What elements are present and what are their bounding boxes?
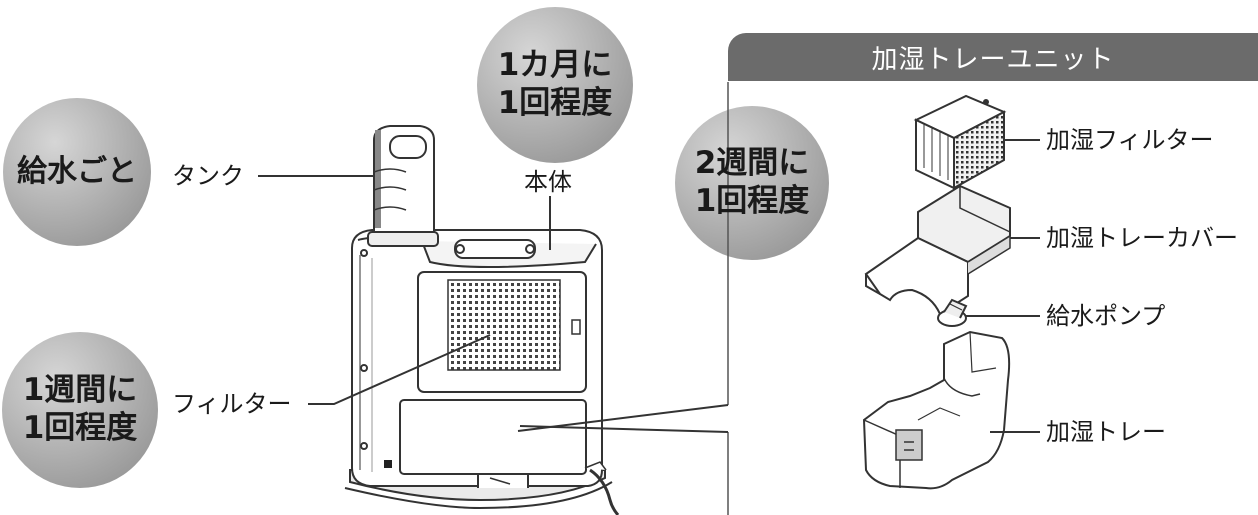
tray-leader-right bbox=[519, 425, 729, 433]
bubble-every-refill: 給水ごと bbox=[3, 98, 151, 246]
bubble-monthly: 1カ月に 1回程度 bbox=[477, 7, 633, 163]
bubble-weekly-shape bbox=[2, 332, 158, 488]
bubble-monthly-line2: 1回程度 bbox=[497, 85, 613, 121]
water-pump-drawing bbox=[937, 298, 968, 327]
bubble-every-refill-shape bbox=[3, 98, 151, 246]
bubble-biweekly-line2: 1回程度 bbox=[694, 183, 810, 219]
label-tray-cover: 加湿トレーカバー bbox=[1046, 224, 1238, 252]
label-body: 本体 bbox=[524, 168, 572, 196]
tank-drawing bbox=[367, 125, 439, 247]
bubble-weekly-line1: 1週間に bbox=[22, 372, 138, 409]
label-water-pump: 給水ポンプ bbox=[1046, 302, 1166, 330]
tray-drawing bbox=[862, 330, 1011, 490]
bubble-monthly-line1: 1カ月に bbox=[497, 47, 613, 84]
humidifier-body bbox=[344, 229, 620, 515]
label-tray: 加湿トレー bbox=[1046, 418, 1166, 446]
bubble-monthly-shape bbox=[477, 7, 633, 163]
leader-lines bbox=[258, 139, 1040, 433]
unit-title-header: 加湿トレーユニット bbox=[728, 33, 1258, 81]
filter-leader bbox=[308, 334, 491, 405]
unit-title: 加湿トレーユニット bbox=[871, 44, 1115, 75]
label-humidifier-filter: 加湿フィルター bbox=[1046, 126, 1214, 154]
tray-cover-drawing bbox=[864, 184, 1011, 316]
bubble-biweekly-shape bbox=[675, 106, 829, 260]
bubble-biweekly-line1: 2週間に bbox=[694, 145, 810, 182]
bubble-every-refill-text: 給水ごと bbox=[17, 153, 137, 189]
bubble-weekly-line2: 1回程度 bbox=[22, 410, 138, 446]
label-filter: フィルター bbox=[172, 390, 292, 418]
label-tank: タンク bbox=[172, 162, 244, 190]
bubble-biweekly: 2週間に 1回程度 bbox=[675, 106, 829, 260]
bubble-weekly: 1週間に 1回程度 bbox=[2, 332, 158, 488]
filter-cartridge-drawing bbox=[913, 94, 1007, 190]
